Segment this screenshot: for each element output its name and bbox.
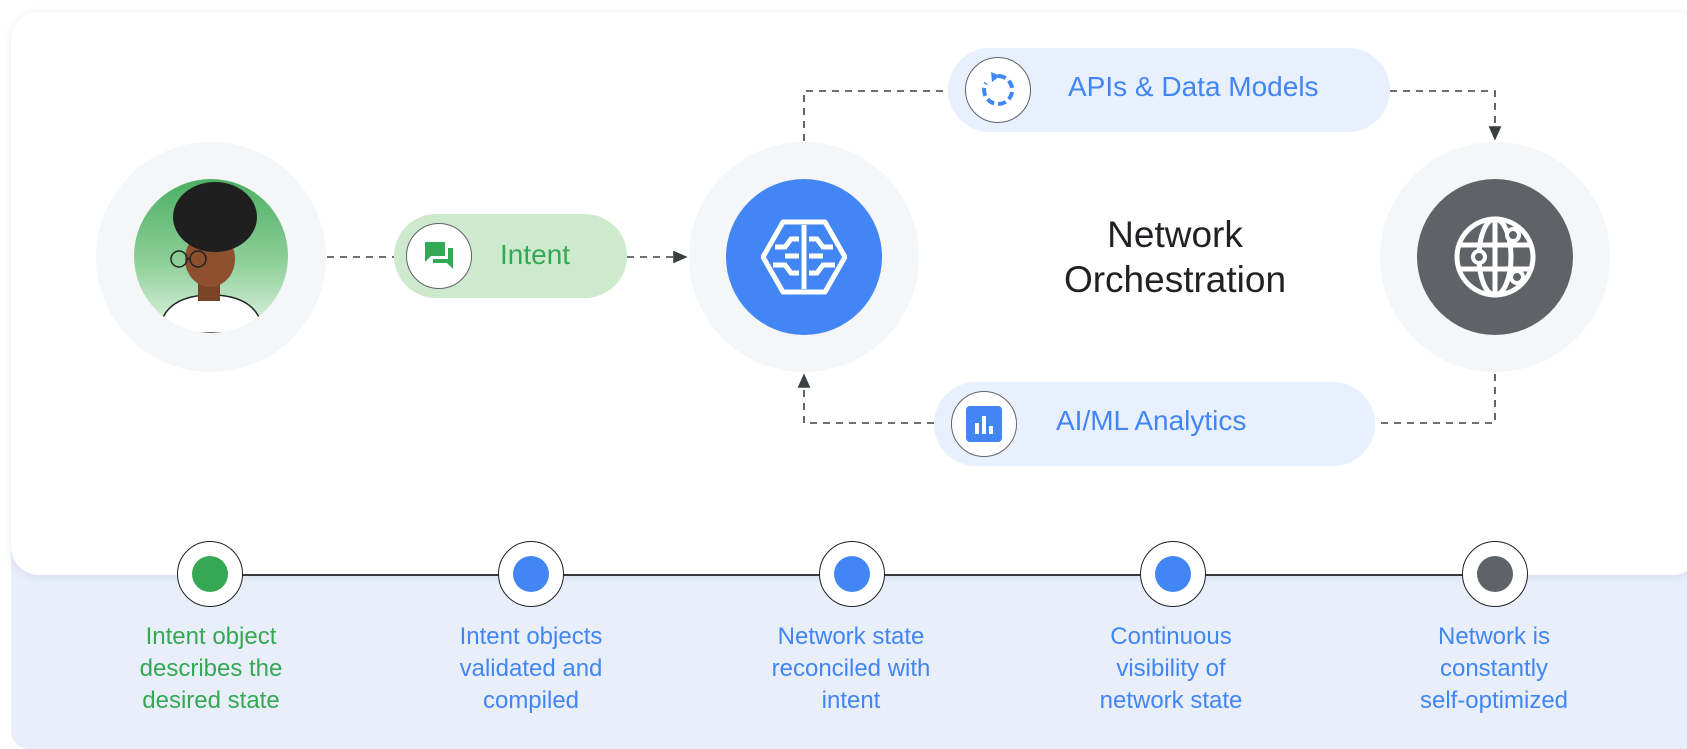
- step-3-line-2: reconciled with: [771, 655, 931, 682]
- timeline-dot-5: [1477, 556, 1513, 592]
- step-2-line-1: Intent objects: [459, 623, 603, 650]
- network-to-analytics-connector: [1375, 374, 1496, 424]
- apis-to-network-arrow: [1390, 90, 1502, 141]
- timeline-step-label-2: Intent objects validated and compiled: [421, 621, 641, 717]
- timeline-node-2: [498, 541, 564, 607]
- analytics-label: AI/ML Analytics: [1056, 405, 1247, 436]
- network-node: [1417, 179, 1573, 335]
- apis-data-models-pill: APIs & Data Models: [948, 48, 1390, 132]
- intent-label: Intent: [500, 239, 571, 270]
- timeline-step-label-3: Network state reconciled with intent: [741, 621, 961, 717]
- globe-icon: [1454, 216, 1536, 298]
- timeline-step-label-4: Continuous visibility of network state: [1061, 621, 1281, 717]
- orchestrator-node: [726, 179, 882, 335]
- step-1-line-1: Intent object: [145, 623, 277, 650]
- person-avatar: [134, 179, 288, 333]
- step-4-line-2: visibility of: [1116, 655, 1226, 682]
- step-5-line-2: constantly: [1439, 655, 1549, 682]
- intent-pill: Intent: [394, 214, 627, 298]
- timeline-node-4: [1140, 541, 1206, 607]
- timeline-step-label-5: Network is constantly self-optimized: [1384, 621, 1604, 717]
- ai-ml-analytics-pill: AI/ML Analytics: [934, 382, 1375, 466]
- timeline-dot-2: [513, 556, 549, 592]
- orchestration-title-line1: Network: [1107, 214, 1243, 255]
- orchestrator-to-apis-connector: [803, 90, 948, 141]
- step-2-line-3: compiled: [482, 687, 580, 714]
- step-4-line-3: network state: [1099, 687, 1243, 714]
- step-5-line-3: self-optimized: [1419, 687, 1569, 714]
- timeline-dot-3: [834, 556, 870, 592]
- brain-icon: [761, 219, 847, 295]
- timeline-dot-1: [192, 556, 228, 592]
- timeline-dot-4: [1155, 556, 1191, 592]
- step-3-line-1: Network state: [777, 623, 925, 650]
- apis-label: APIs & Data Models: [1068, 71, 1319, 102]
- orchestration-title: Network Orchestration: [1040, 212, 1310, 302]
- step-4-line-1: Continuous: [1110, 623, 1232, 650]
- step-3-line-3: intent: [821, 687, 881, 714]
- step-1-line-3: desired state: [142, 687, 280, 714]
- timeline-step-label-1: Intent object describes the desired stat…: [101, 621, 321, 717]
- orchestration-title-line2: Orchestration: [1063, 259, 1287, 300]
- step-1-line-2: describes the: [139, 655, 283, 682]
- timeline-node-1: [177, 541, 243, 607]
- refresh-icon: [965, 57, 1031, 123]
- timeline-node-3: [819, 541, 885, 607]
- person-avatar-icon: [159, 182, 263, 333]
- timeline-node-5: [1462, 541, 1528, 607]
- step-5-line-1: Network is: [1437, 623, 1551, 650]
- bar-chart-icon: [951, 391, 1017, 457]
- step-2-line-2: validated and: [459, 655, 603, 682]
- chat-icon: [406, 223, 472, 289]
- analytics-to-orchestrator-arrow: [797, 373, 934, 424]
